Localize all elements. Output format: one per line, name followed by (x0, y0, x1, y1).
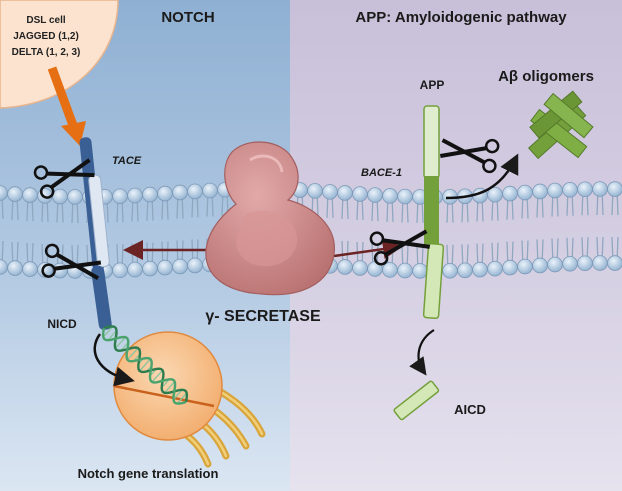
lipid-head (112, 188, 128, 205)
lipid-head (157, 259, 173, 276)
lipid-head (562, 255, 578, 272)
notch-gamma-scissors-icon (41, 243, 102, 281)
delta-label: DELTA (1, 2, 3) (12, 47, 81, 58)
lipid-head (607, 181, 622, 197)
lipid-head (442, 262, 458, 279)
lipid-head (67, 189, 83, 205)
lipid-head (532, 183, 548, 200)
lipid-head (547, 182, 563, 199)
lipid-head (142, 186, 158, 203)
nicd-label: NICD (47, 317, 77, 331)
lipid-head (592, 255, 608, 271)
lipid-head (112, 262, 128, 279)
nucleus-division-line (113, 384, 215, 408)
lipid-head (607, 255, 622, 271)
app-pathway-title: APP: Amyloidogenic pathway (355, 9, 567, 26)
lipid-head (172, 184, 188, 201)
lipid-head (382, 188, 398, 204)
notch-gene-translation-label: Notch gene translation (78, 466, 219, 481)
abeta-oligomers-icon (528, 90, 594, 160)
dsl-binding-arrow (47, 66, 86, 146)
lipid-head (322, 184, 338, 200)
aicd-label: AICD (454, 402, 486, 417)
lipid-head (202, 182, 218, 199)
lipid-head (502, 259, 518, 276)
lipid-head (367, 187, 383, 203)
gamma-secretase-complex (205, 141, 335, 296)
lipid-head (337, 185, 353, 201)
lipid-head (22, 187, 38, 203)
dna-helix-icon (101, 325, 189, 405)
lipid-head (397, 188, 413, 205)
lipid-head (532, 257, 548, 274)
notch-title: NOTCH (161, 9, 214, 26)
lipid-head (142, 260, 158, 277)
lipid-head (352, 260, 368, 276)
abeta-release-arrow (445, 153, 519, 200)
lipid-head (22, 261, 38, 277)
tace-label: TACE (112, 155, 142, 167)
abeta-oligomers-label: Aβ oligomers (498, 68, 594, 85)
lipid-head (352, 186, 368, 202)
lipid-head (562, 181, 578, 198)
lipid-head (517, 258, 533, 275)
lipid-head (187, 257, 203, 274)
lipid-head (487, 260, 503, 277)
lipid-head (307, 183, 323, 199)
app-label: APP (420, 78, 445, 92)
aicd-release-arrow (409, 329, 435, 376)
lipid-head (172, 258, 188, 275)
lipid-head (577, 255, 593, 272)
tace-scissors-icon (33, 158, 95, 199)
jagged-label: JAGGED (1,2) (13, 31, 79, 42)
lipid-head (397, 262, 413, 279)
nicd-translocation-arrow (93, 333, 135, 387)
notch-receptor (79, 137, 112, 330)
lipid-head (7, 260, 23, 276)
dsl-cell (0, 0, 119, 109)
lipid-head (127, 187, 143, 204)
bace1-label: BACE-1 (361, 167, 402, 179)
lipid-head (382, 262, 398, 278)
lipid-head (7, 186, 23, 202)
lipid-head (127, 261, 143, 278)
bace1-scissors-icon (439, 138, 500, 174)
app-gamma-scissors-icon (369, 229, 431, 266)
lipid-head (187, 183, 203, 200)
lipid-head (502, 185, 518, 202)
secretase-cleavage-arrows (123, 239, 403, 260)
dsl-cell-label: DSL cell (26, 15, 65, 26)
lipid-head (337, 259, 353, 275)
lipid-head (412, 263, 428, 279)
lipid-head (157, 185, 173, 202)
lipid-head (547, 256, 563, 273)
lipid-head (457, 262, 473, 279)
lipid-head (472, 261, 488, 278)
aicd-fragment (393, 380, 440, 421)
app-protein (422, 105, 445, 320)
lipid-head (52, 188, 68, 205)
lipid-head (577, 181, 593, 198)
lipid-head (592, 181, 608, 197)
lipid-head (517, 184, 533, 201)
gamma-secretase-label: γ- SECRETASE (205, 308, 321, 325)
